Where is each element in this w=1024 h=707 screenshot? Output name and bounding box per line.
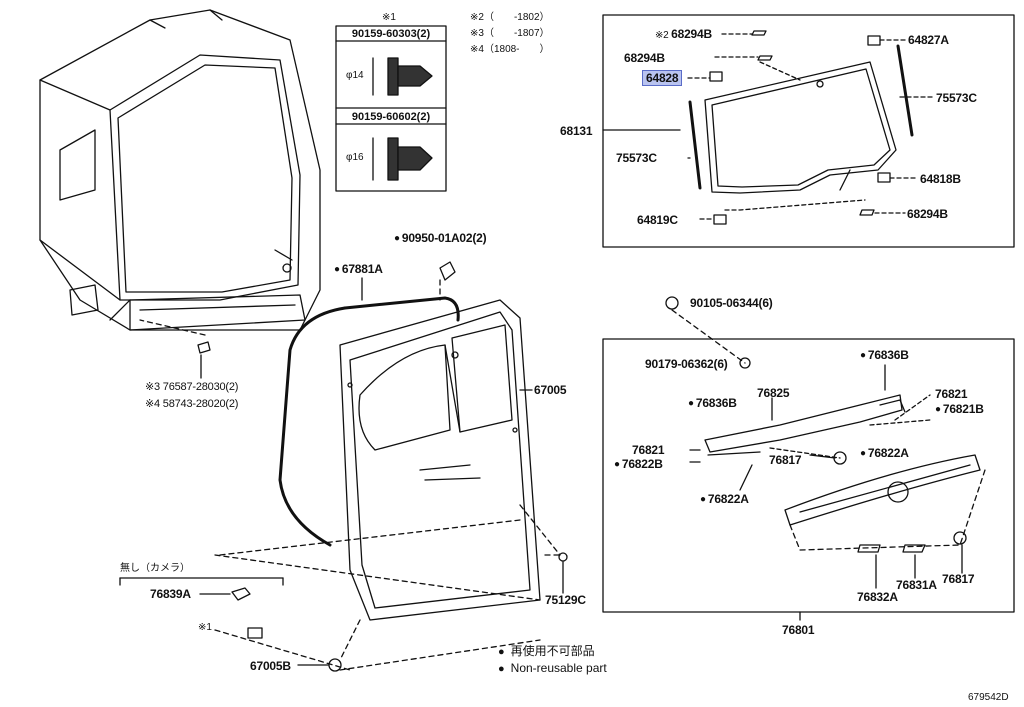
- legend-jp: ● 再使用不可部品: [498, 644, 595, 659]
- bolt-1-part-number[interactable]: 90159-60303(2): [351, 28, 431, 40]
- part-label-58743-28020[interactable]: ※4 58743-28020(2): [145, 398, 239, 410]
- part-label-64828-highlighted[interactable]: 64828: [642, 70, 683, 86]
- legend-en: ● Non-reusable part: [498, 661, 607, 676]
- part-label-76836B-right[interactable]: 76836B: [860, 348, 909, 364]
- back-door-panel: [214, 296, 561, 671]
- bolt-1-diameter: φ14: [346, 70, 364, 81]
- note-3: ※3（ -1807）: [470, 28, 550, 39]
- legend-jp-text: 再使用不可部品: [510, 644, 595, 658]
- part-label-76839A[interactable]: 76839A: [150, 587, 191, 601]
- part-label-68294B-top[interactable]: ※2 68294B: [655, 27, 712, 41]
- part-label-75573C-left[interactable]: 75573C: [616, 151, 657, 165]
- part-label-90950-01A02[interactable]: 90950-01A02(2): [394, 231, 487, 247]
- fasteners: [139, 261, 967, 672]
- part-label-64819C[interactable]: 64819C: [637, 213, 678, 227]
- part-label-76587-28030[interactable]: ※3 76587-28030(2): [145, 381, 239, 393]
- part-label-76832A[interactable]: 76832A: [857, 590, 898, 604]
- part-label-76831A[interactable]: 76831A: [896, 578, 937, 592]
- part-label-76836B-left[interactable]: 76836B: [688, 396, 737, 412]
- part-label-90179-06362[interactable]: 90179-06362(6): [645, 357, 728, 371]
- part-label-76817-mid[interactable]: 76817: [769, 453, 802, 467]
- leader-lines: [119, 277, 963, 666]
- part-label-67005B[interactable]: 67005B: [250, 659, 291, 673]
- note-1-header: ※1: [382, 12, 396, 23]
- part-label-76801[interactable]: 76801: [782, 623, 815, 637]
- legend-bullet-icon: ●: [498, 646, 505, 658]
- part-label-76821-left[interactable]: 76821: [632, 443, 665, 457]
- legend-bullet-icon: ●: [498, 663, 505, 675]
- part-label-75573C-right[interactable]: 75573C: [936, 91, 977, 105]
- vehicle-rear-body: [39, 9, 321, 331]
- part-label-67881A[interactable]: 67881A: [334, 262, 383, 278]
- part-label-76821B-right[interactable]: 76821B: [935, 402, 984, 418]
- part-label-64818B[interactable]: 64818B: [920, 172, 961, 186]
- note-1-small: ※1: [198, 622, 212, 633]
- back-door-glass-group: [602, 14, 1015, 248]
- part-label-64827A[interactable]: 64827A: [908, 33, 949, 47]
- part-label-75129C[interactable]: 75129C: [545, 593, 586, 607]
- part-label-76822A-right[interactable]: 76822A: [860, 446, 909, 462]
- bolt-2-diameter: φ16: [346, 152, 364, 163]
- garnish-group: [602, 338, 1015, 613]
- diagram-id: 679542D: [968, 692, 1009, 703]
- note-2: ※2（ -1802）: [470, 12, 550, 23]
- part-label-90105-06344[interactable]: 90105-06344(6): [690, 296, 773, 310]
- no-camera-note: 無し（カメラ）: [120, 563, 190, 574]
- part-label-68294B-mid[interactable]: 68294B: [624, 51, 665, 65]
- part-label-67005[interactable]: 67005: [534, 383, 567, 397]
- part-label-68294B-low[interactable]: 68294B: [907, 207, 948, 221]
- bolt-2-part-number[interactable]: 90159-60602(2): [351, 111, 431, 123]
- part-label-76817-low[interactable]: 76817: [942, 572, 975, 586]
- note-4: ※4（1808- ）: [470, 44, 550, 55]
- part-label-76822A-left[interactable]: 76822A: [700, 492, 749, 508]
- part-label-76822B[interactable]: 76822B: [614, 457, 663, 473]
- bolt-spec-box: [335, 25, 447, 192]
- part-label-76825[interactable]: 76825: [757, 386, 790, 400]
- part-label-68131[interactable]: 68131: [560, 124, 593, 138]
- legend-en-text: Non-reusable part: [510, 661, 607, 675]
- part-label-76821-right[interactable]: 76821: [935, 387, 968, 401]
